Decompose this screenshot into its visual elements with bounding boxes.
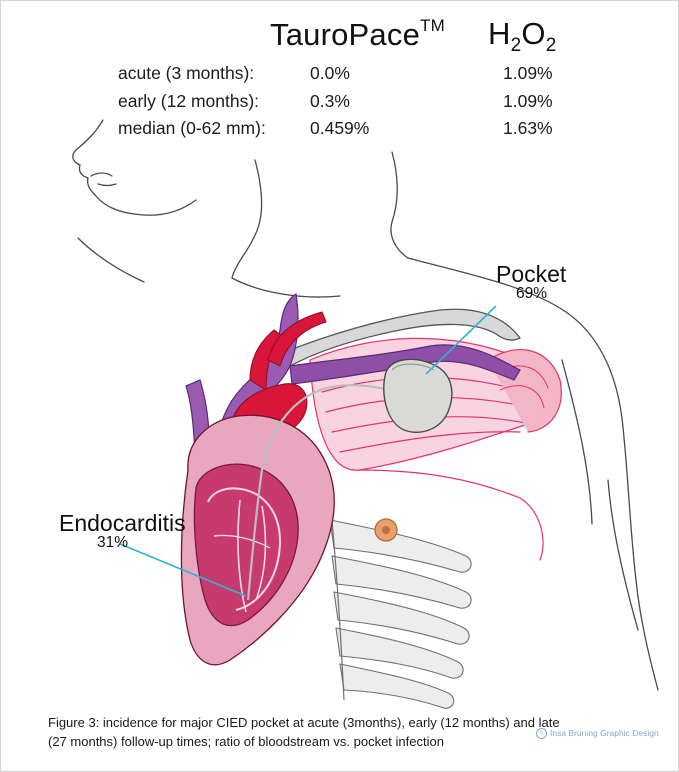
h2o2-header: H2O2 (488, 16, 556, 57)
pocket-name: Pocket (496, 262, 566, 286)
pocket-label: Pocket 69% (496, 262, 566, 302)
rib-cage (330, 500, 471, 708)
row-label: acute (3 months): (118, 63, 254, 84)
tauropace-value: 0.3% (310, 91, 350, 112)
row-label: median (0-62 mm): (118, 118, 266, 139)
endocarditis-percent: 31% (59, 535, 186, 551)
pacemaker-device (384, 359, 452, 432)
h2o2-value: 1.09% (503, 63, 553, 84)
copyright-icon: c (536, 728, 547, 739)
tauropace-header: TauroPaceTM (270, 16, 445, 53)
row-label: early (12 months): (118, 91, 259, 112)
endocarditis-name: Endocarditis (59, 511, 186, 535)
h2o2-value: 1.09% (503, 91, 553, 112)
tauropace-value: 0.0% (310, 63, 350, 84)
figure-caption: Figure 3: incidence for major CIED pocke… (48, 713, 568, 751)
heart (181, 415, 334, 665)
tauropace-value: 0.459% (310, 118, 369, 139)
h2o2-value: 1.63% (503, 118, 553, 139)
endocarditis-label: Endocarditis 31% (59, 511, 186, 551)
pocket-percent: 69% (496, 286, 566, 302)
